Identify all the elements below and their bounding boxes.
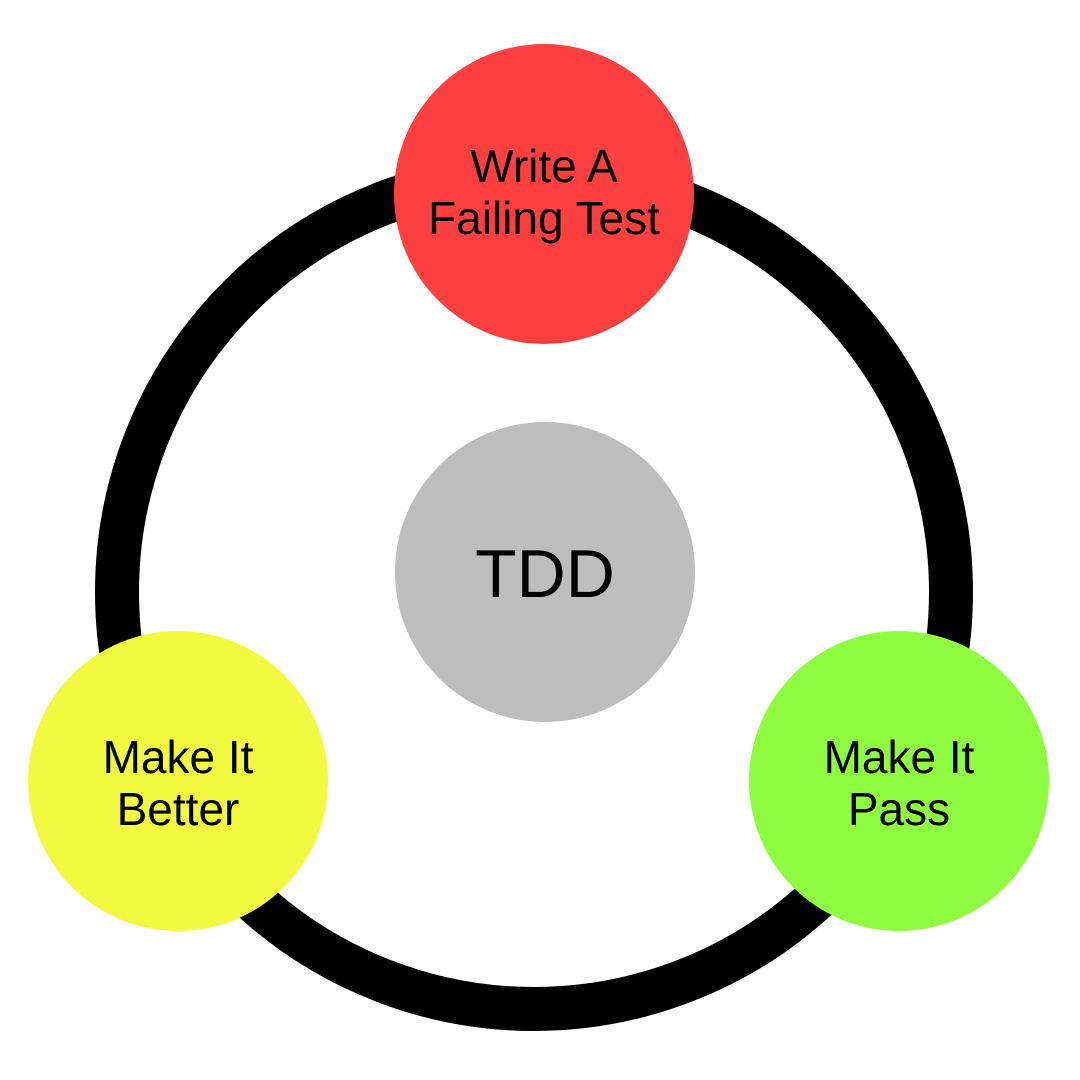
step-write-failing-test: Write A Failing Test [394,44,694,344]
center-node-label: TDD [475,536,615,612]
step-make-it-pass: Make It Pass [749,631,1049,931]
center-node: TDD [395,422,695,722]
step-make-it-pass-label-line1: Make It [824,731,975,783]
step-make-it-pass-circle [749,631,1049,931]
step-make-it-better-label-line1: Make It [103,731,254,783]
center-node-circle [395,422,695,722]
step-make-it-better-circle [28,631,328,931]
step-make-it-better-label-line2: Better [117,783,240,835]
step-write-failing-test-circle [394,44,694,344]
step-write-failing-test-label-line1: Write A [470,140,618,192]
step-make-it-pass-label-line2: Pass [848,783,950,835]
step-write-failing-test-label-line2: Failing Test [428,192,660,244]
step-make-it-better: Make It Better [28,631,328,931]
